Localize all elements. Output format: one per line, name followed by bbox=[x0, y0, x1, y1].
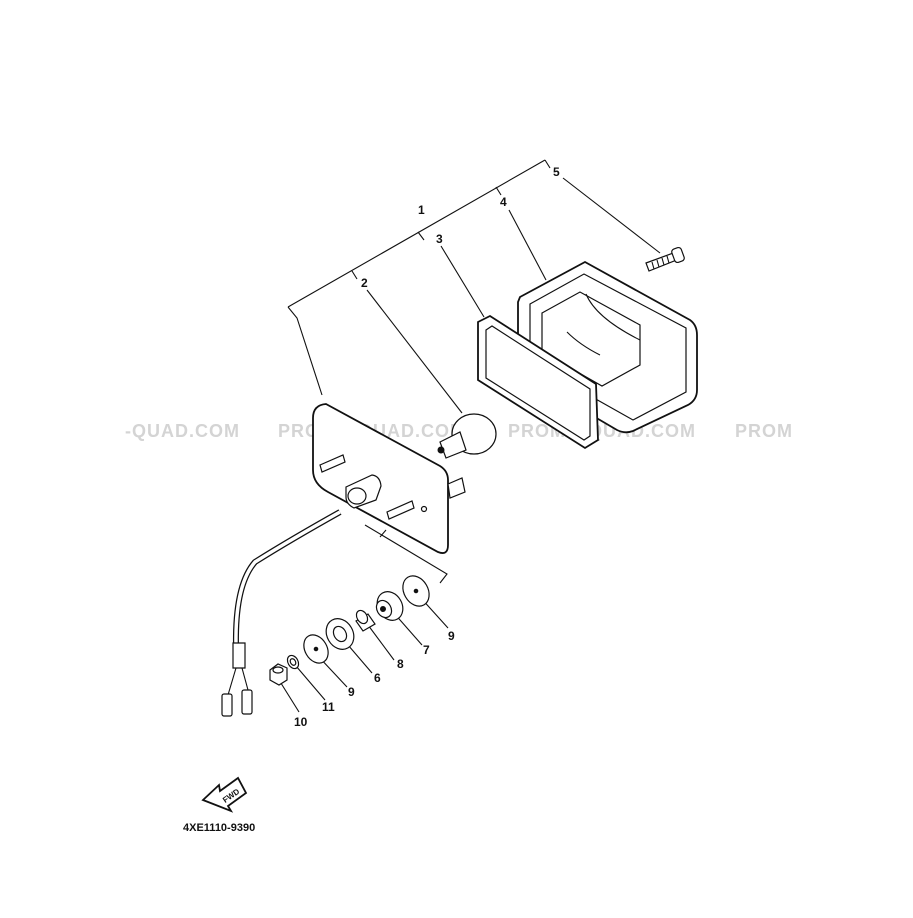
bracket-right-tick bbox=[544, 159, 551, 169]
screw-head bbox=[671, 246, 685, 264]
callout-2: 2 bbox=[361, 276, 368, 290]
washer-9b bbox=[303, 634, 329, 664]
leader-11 bbox=[295, 665, 326, 701]
spring-washer-11 bbox=[286, 654, 300, 670]
forward-arrow: FWD bbox=[201, 776, 248, 813]
leader-4 bbox=[508, 209, 547, 281]
screw-part bbox=[645, 246, 685, 272]
leader-10 bbox=[278, 679, 300, 713]
gasket-inner bbox=[485, 325, 591, 441]
bulb bbox=[437, 413, 497, 459]
leader-3 bbox=[440, 245, 485, 318]
wire-sleeve bbox=[232, 642, 246, 669]
grommet-7 bbox=[375, 591, 404, 621]
bulb-contact bbox=[437, 446, 445, 454]
callout-1: 1 bbox=[418, 203, 425, 217]
callout-11: 11 bbox=[322, 700, 335, 714]
bracket-top-line bbox=[287, 159, 546, 308]
callout-9b: 9 bbox=[348, 685, 355, 699]
base-plate bbox=[312, 403, 466, 554]
wire-leads bbox=[227, 667, 249, 696]
stud-left bbox=[319, 454, 346, 473]
diagram-part-number: 4XE1110-9390 bbox=[183, 822, 255, 834]
callout-5: 5 bbox=[553, 165, 560, 179]
tick-2 bbox=[351, 270, 358, 280]
housing-inner-curve bbox=[585, 293, 641, 341]
leader-5 bbox=[562, 177, 661, 254]
plate-hole bbox=[420, 505, 428, 513]
leader-8 bbox=[367, 624, 395, 661]
wire-inner bbox=[234, 510, 341, 646]
leader-2 bbox=[366, 289, 463, 414]
collar-8 bbox=[355, 609, 376, 632]
bracket-lower bbox=[364, 524, 448, 584]
washer-9a bbox=[402, 575, 430, 607]
watermark-3: PROMO-QUAD.COM bbox=[508, 421, 696, 441]
bracket-lower-tick bbox=[379, 529, 387, 538]
callouts: 1 2 3 4 5 6 7 8 9 9 10 11 bbox=[294, 165, 560, 729]
callout-7: 7 bbox=[423, 643, 430, 657]
callout-6: 6 bbox=[374, 671, 381, 685]
grommet-6 bbox=[325, 618, 355, 650]
callout-8: 8 bbox=[397, 657, 404, 671]
watermark-4: PROM bbox=[735, 421, 793, 441]
callout-4: 4 bbox=[500, 195, 507, 209]
bulb-base bbox=[439, 431, 467, 459]
bracket-left-leg bbox=[287, 306, 323, 396]
tick-1 bbox=[417, 231, 425, 241]
connector-a bbox=[221, 693, 233, 717]
callout-9a: 9 bbox=[448, 629, 455, 643]
gasket bbox=[477, 314, 599, 450]
rear-stud bbox=[447, 477, 466, 499]
watermark-1: -QUAD.COM bbox=[125, 421, 240, 441]
housing-inner-curve-2 bbox=[566, 331, 601, 356]
socket-opening bbox=[347, 487, 367, 505]
base-plate-body bbox=[312, 403, 449, 554]
nut-10 bbox=[269, 663, 288, 686]
wire-harness bbox=[221, 509, 342, 717]
tick-4 bbox=[495, 186, 502, 196]
wire-outer bbox=[232, 509, 342, 646]
screw-thread bbox=[651, 255, 670, 270]
fwd-arrow-icon bbox=[201, 776, 248, 813]
callout-10: 10 bbox=[294, 715, 308, 729]
hardware-stack bbox=[269, 575, 430, 686]
stud-right bbox=[386, 500, 415, 520]
callout-3: 3 bbox=[436, 232, 443, 246]
connector-b bbox=[241, 689, 253, 715]
